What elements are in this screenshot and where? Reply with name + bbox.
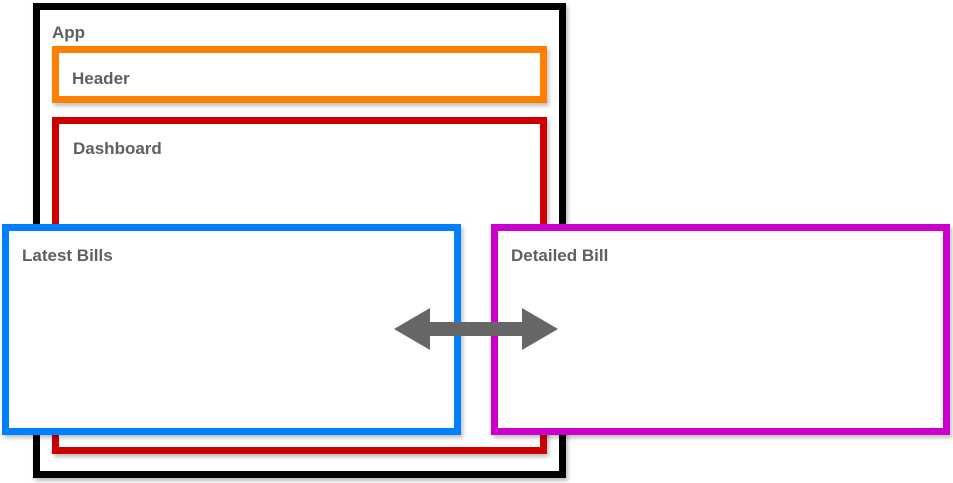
detailed-bill-component-box: Detailed Bill xyxy=(491,224,950,435)
bidirectional-arrow-icon xyxy=(394,308,558,350)
app-label: App xyxy=(52,23,86,42)
latest-bills-component-box: Latest Bills xyxy=(2,224,461,435)
detailed-bill-label: Detailed Bill xyxy=(511,246,609,265)
header-component-box: Header xyxy=(52,46,547,103)
latest-bills-label: Latest Bills xyxy=(22,246,113,265)
header-label: Header xyxy=(72,69,130,88)
dashboard-label: Dashboard xyxy=(73,139,162,158)
